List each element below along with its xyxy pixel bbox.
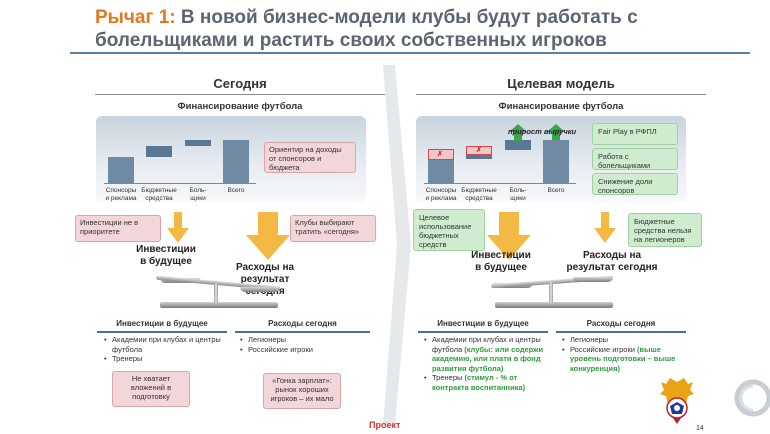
- left-invest-note: Инвестиции не в приоритете: [75, 215, 161, 242]
- right-col1-rule: [418, 331, 548, 333]
- right-col2-rule: [556, 331, 686, 333]
- title-line1: В новой бизнес-модели клубы будут работа…: [175, 7, 638, 28]
- right-col2-list: Легионеры Российские игроки (выше уровен…: [562, 335, 684, 373]
- title-lead: Рычаг 1:: [95, 7, 176, 28]
- left-col1-rule: [97, 331, 227, 333]
- right-growth-arrow-icon: [509, 124, 527, 132]
- left-arrow-large: [246, 212, 290, 260]
- right-arrow-small: [594, 212, 616, 244]
- left-col1-head: Инвестиции в будущее: [116, 319, 208, 328]
- right-chart-axis: [424, 183, 576, 184]
- right-side-item-fans: Работа с болельщиками: [592, 148, 678, 170]
- corner-logo-icon: [734, 379, 770, 417]
- right-bar-total: [543, 140, 569, 183]
- right-col2-item: Легионеры: [562, 335, 684, 345]
- left-invest-future-label: Инвестиции в будущее: [136, 244, 196, 267]
- right-left-note: Целевое использование бюджетных средств: [413, 209, 485, 251]
- left-bar-budget: [146, 146, 172, 157]
- right-total-growth-shaft: [552, 131, 560, 140]
- right-bar-budget-cut: [466, 146, 492, 155]
- left-chart-title: Финансирование футбола: [177, 101, 303, 112]
- left-col2-head: Расходы сегодня: [268, 319, 337, 328]
- right-xlabel-fans: Боль- щики: [509, 187, 527, 202]
- left-heading: Сегодня: [213, 76, 267, 91]
- left-col2-note: «Гонка зарплат»: рынок хороших игроков –…: [263, 373, 341, 409]
- left-clubs-note: Клубы выбирают тратить «сегодня»: [290, 215, 376, 242]
- left-col2-item: Российские игроки: [240, 345, 365, 355]
- left-col1-item: Тренеры: [104, 354, 224, 364]
- left-chart-axis: [104, 183, 256, 184]
- right-col2-item: Российские игроки (выше уровень подготов…: [562, 345, 684, 374]
- right-cut-mark-icon: ✗: [476, 147, 482, 154]
- right-col1-list: Академии при клубах и центры футбола (кл…: [424, 335, 550, 392]
- left-bar-total: [223, 140, 249, 183]
- left-col2-item: Легионеры: [240, 335, 365, 345]
- right-col1-item1-green: (клубы: или содержи академию, или плати …: [432, 344, 544, 373]
- right-finance-panel: ✗ ✗ прирост выручки Спонсоры и реклама Б…: [416, 116, 686, 202]
- right-col2-head: Расходы сегодня: [586, 319, 656, 328]
- right-heading: Целевая модель: [507, 76, 615, 91]
- right-col1-item2-green: (стимул - % от контракта воспитанника): [432, 373, 526, 392]
- right-scale-icon: [485, 268, 635, 312]
- left-bar-fans: [185, 140, 211, 146]
- right-col2-item2-green: (выше уровень подготовки – выше конкурен…: [570, 344, 676, 373]
- right-col1-item: Тренеры (стимул - % от контракта воспита…: [424, 373, 550, 392]
- right-xlabel-total: Всего: [547, 187, 565, 194]
- right-col1-item1-text: Академии при клубах и центры футбола: [432, 335, 541, 354]
- right-heading-rule: [416, 94, 706, 95]
- left-col1-item: Академии при клубах и центры футбола: [104, 335, 224, 354]
- left-xlabel-budget: Бюджетные средства: [141, 187, 177, 202]
- right-bar-sponsors-cut: [428, 149, 454, 160]
- right-total-growth-arrow-icon: [547, 124, 565, 132]
- left-col2-list: Легионеры Российские игроки: [240, 335, 365, 354]
- right-col1-item2-text: Тренеры: [432, 373, 465, 382]
- left-bar-sponsors: [108, 157, 134, 183]
- footer-project: Проект: [369, 420, 401, 430]
- right-col1-item: Академии при клубах и центры футбола (кл…: [424, 335, 550, 373]
- left-arrow-small: [167, 212, 189, 244]
- left-callout: Ориентир на доходы от спонсоров и бюджет…: [264, 142, 356, 173]
- rfu-emblem-icon: [660, 378, 694, 424]
- right-bar-sponsors: [428, 160, 454, 183]
- right-chart-title: Финансирование футбола: [498, 101, 624, 112]
- right-growth-label: прирост выручки: [508, 127, 577, 136]
- right-xlabel-budget: Бюджетные средства: [461, 187, 497, 202]
- title-line2: болельщиками и растить своих собственных…: [95, 30, 607, 51]
- right-col1-head: Инвестиции в будущее: [437, 319, 529, 328]
- right-right-note: Бюджетные средства нельзя на легионеров: [628, 213, 702, 247]
- left-col2-rule: [235, 331, 370, 333]
- left-col1-note: Не хватает вложений в подготовку: [112, 371, 190, 407]
- right-xlabel-sponsors: Спонсоры и реклама: [425, 187, 457, 202]
- slide-title: Рычаг 1: В новой бизнес-модели клубы буд…: [95, 6, 735, 52]
- right-growth-arrow-shaft: [514, 131, 522, 141]
- right-cut-mark-icon: ✗: [437, 151, 443, 158]
- page-number: 14: [696, 425, 704, 432]
- right-spend-today-label: Расходы на результат сегодня: [566, 250, 658, 273]
- right-arrow-large: [487, 212, 531, 260]
- left-xlabel-total: Всего: [227, 187, 245, 194]
- left-finance-panel: Спонсоры и реклама Бюджетные средства Бо…: [96, 116, 366, 202]
- left-scale-icon: [150, 268, 300, 312]
- left-xlabel-sponsors: Спонсоры и реклама: [105, 187, 137, 202]
- right-invest-future-label: Инвестиции в будущее: [471, 250, 531, 273]
- transition-chevron-icon: [383, 65, 411, 425]
- left-xlabel-fans: Боль- щики: [189, 187, 207, 202]
- right-side-item-fairplay: Fair Play в РФПЛ: [592, 123, 678, 145]
- left-heading-rule: [95, 94, 385, 95]
- right-col2-item2-text: Российские игроки: [570, 344, 638, 354]
- right-side-item-sponsors: Снижение доли спонсоров: [592, 173, 678, 195]
- left-col1-list: Академии при клубах и центры футбола Тре…: [104, 335, 224, 364]
- title-rule: [70, 52, 750, 54]
- right-bar-fans: [505, 140, 531, 150]
